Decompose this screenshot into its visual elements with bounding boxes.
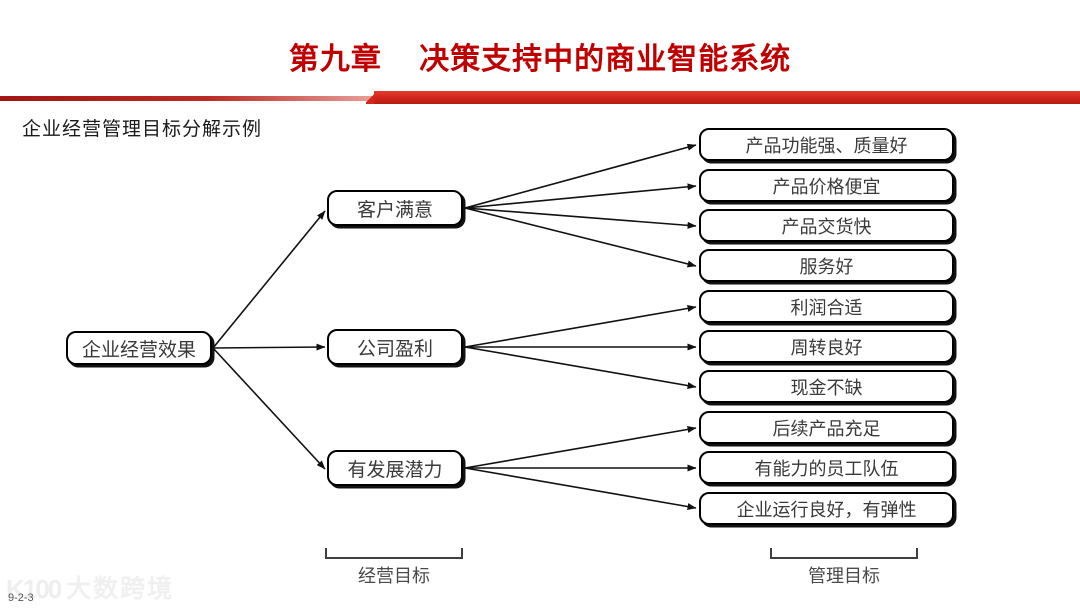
node-level2-7-label: 后续产品充足 bbox=[772, 418, 881, 439]
node-level2-2-label: 产品交货快 bbox=[781, 216, 872, 237]
accent-bar-thin bbox=[0, 96, 378, 101]
node-root-label: 企业经营效果 bbox=[81, 339, 196, 361]
node-level1-0-label: 客户满意 bbox=[356, 199, 433, 221]
page-number: 9-2-3 bbox=[8, 592, 34, 604]
node-level1-2[interactable]: 有发展潜力 bbox=[327, 450, 463, 486]
accent-bar-thick bbox=[374, 91, 1080, 104]
node-level2-4[interactable]: 利润合适 bbox=[699, 290, 954, 323]
page-title: 第九章 决策支持中的商业智能系统 bbox=[288, 43, 792, 76]
section-subtitle: 企业经营管理目标分解示例 bbox=[22, 119, 263, 140]
node-level2-8-label: 有能力的员工队伍 bbox=[754, 458, 899, 479]
node-level2-5-label: 周转良好 bbox=[790, 337, 863, 358]
bracket-right bbox=[770, 548, 918, 559]
node-level2-7[interactable]: 后续产品充足 bbox=[699, 411, 954, 444]
node-level1-0[interactable]: 客户满意 bbox=[327, 190, 463, 226]
node-level2-0[interactable]: 产品功能强、质量好 bbox=[699, 128, 954, 161]
node-level2-6[interactable]: 现金不缺 bbox=[699, 370, 954, 403]
node-level2-8[interactable]: 有能力的员工队伍 bbox=[699, 451, 954, 484]
watermark-text: 大数跨境 bbox=[66, 574, 175, 603]
node-level2-6-label: 现金不缺 bbox=[790, 377, 863, 398]
header-accent-bar bbox=[0, 88, 1080, 110]
node-level2-9[interactable]: 企业运行良好，有弹性 bbox=[699, 492, 954, 525]
node-level1-1-label: 公司盈利 bbox=[356, 338, 433, 360]
node-level2-3[interactable]: 服务好 bbox=[699, 249, 954, 282]
node-level2-4-label: 利润合适 bbox=[790, 297, 863, 318]
node-level1-2-label: 有发展潜力 bbox=[347, 459, 443, 481]
bracket-left bbox=[325, 548, 463, 559]
node-level2-5[interactable]: 周转良好 bbox=[699, 330, 954, 363]
caption-left: 经营目标 bbox=[358, 566, 430, 586]
caption-right: 管理目标 bbox=[808, 566, 880, 586]
node-level2-9-label: 企业运行良好，有弹性 bbox=[736, 499, 917, 520]
node-level2-1[interactable]: 产品价格便宜 bbox=[699, 169, 954, 202]
node-level2-0-label: 产品功能强、质量好 bbox=[745, 135, 908, 156]
node-level2-1-label: 产品价格便宜 bbox=[772, 176, 881, 197]
node-level2-3-label: 服务好 bbox=[799, 256, 854, 277]
node-level2-2[interactable]: 产品交货快 bbox=[699, 209, 954, 242]
node-root[interactable]: 企业经营效果 bbox=[66, 331, 212, 365]
node-level1-1[interactable]: 公司盈利 bbox=[327, 329, 463, 365]
